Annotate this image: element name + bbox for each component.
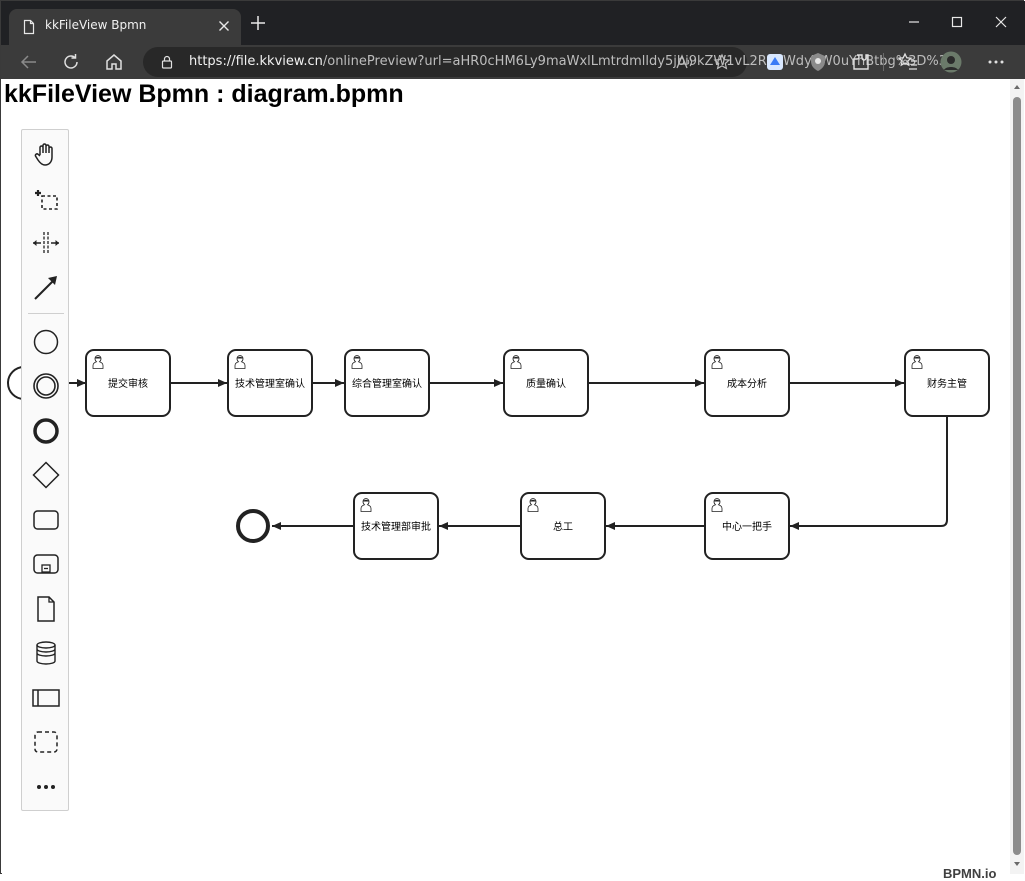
task-t5[interactable]: 成本分析: [704, 349, 790, 417]
task-label: 总工: [553, 520, 573, 533]
end-event-icon[interactable]: [30, 415, 62, 447]
intermediate-event-icon[interactable]: [30, 370, 62, 402]
bpmn-palette: [21, 129, 69, 811]
browser-toolbar: https://file.kkview.cn/onlinePreview?url…: [1, 45, 1025, 79]
pool-icon[interactable]: [30, 682, 62, 714]
task-label: 财务主管: [927, 377, 967, 390]
extensions-puzzle-icon[interactable]: [850, 51, 872, 73]
url-host: https://file.kkview.cn: [189, 54, 323, 69]
hand-tool-icon[interactable]: [30, 138, 62, 170]
extension-blue-icon[interactable]: [764, 51, 786, 73]
close-tab-icon[interactable]: [215, 17, 233, 35]
task-label: 成本分析: [727, 377, 767, 390]
tab-title: kkFileView Bpmn: [45, 18, 147, 32]
refresh-icon[interactable]: [60, 51, 82, 73]
sequence-flows: [40, 379, 948, 530]
gateway-icon[interactable]: [30, 459, 62, 491]
scroll-up-icon[interactable]: [1013, 83, 1021, 91]
task-label: 质量确认: [526, 377, 566, 390]
task-icon[interactable]: [30, 504, 62, 536]
lock-icon[interactable]: [159, 54, 175, 70]
task-label: 提交审核: [108, 377, 148, 390]
palette-separator: [28, 313, 64, 314]
group-icon[interactable]: [30, 726, 62, 758]
favorite-star-icon[interactable]: [713, 53, 731, 71]
page-title: kkFileView Bpmn : diagram.bpmn: [4, 80, 404, 108]
more-menu-icon[interactable]: [985, 51, 1007, 73]
minimize-icon[interactable]: [905, 13, 923, 31]
address-bar[interactable]: https://file.kkview.cn/onlinePreview?url…: [143, 47, 957, 77]
extension-shield-icon[interactable]: [807, 51, 829, 73]
browser-tab[interactable]: kkFileView Bpmn: [9, 9, 241, 45]
data-object-icon[interactable]: [30, 593, 62, 625]
task-label: 中心一把手: [722, 520, 772, 533]
bpmn-canvas[interactable]: 提交审核 技术管理室确认 综合管理室确认 质量确认 成本分析: [2, 79, 1010, 874]
scroll-thumb[interactable]: [1013, 97, 1021, 855]
url-path: /onlinePreview?url=aHR0cHM6Ly9maWxlLmtrd…: [322, 54, 958, 69]
favorites-icon[interactable]: [897, 51, 919, 73]
task-label: 技术管理部审批: [361, 520, 431, 533]
task-label: 综合管理室确认: [352, 377, 422, 390]
maximize-icon[interactable]: [948, 13, 966, 31]
flow-t6-t7[interactable]: [790, 417, 948, 530]
task-t1[interactable]: 提交审核: [85, 349, 171, 417]
home-icon[interactable]: [103, 51, 125, 73]
task-t3[interactable]: 综合管理室确认: [344, 349, 430, 417]
new-tab-icon[interactable]: [249, 14, 267, 32]
connect-tool-icon[interactable]: [30, 271, 62, 303]
scroll-down-icon[interactable]: [1013, 860, 1021, 868]
profile-avatar[interactable]: [940, 51, 962, 73]
start-event-icon[interactable]: [30, 326, 62, 358]
vertical-scrollbar[interactable]: [1010, 79, 1024, 874]
subprocess-icon[interactable]: [30, 548, 62, 580]
space-tool-icon[interactable]: [30, 227, 62, 259]
read-aloud-icon[interactable]: [675, 53, 693, 71]
url-text[interactable]: https://file.kkview.cn/onlinePreview?url…: [189, 54, 957, 69]
task-label: 技术管理室确认: [235, 377, 305, 390]
task-t4[interactable]: 质量确认: [503, 349, 589, 417]
data-store-icon[interactable]: [30, 637, 62, 669]
lasso-tool-icon[interactable]: [30, 182, 62, 214]
page-icon: [23, 19, 35, 35]
toolbar-divider: [883, 53, 884, 71]
task-t8[interactable]: 总工: [520, 492, 606, 560]
end-event[interactable]: [236, 509, 270, 543]
task-t9[interactable]: 技术管理部审批: [353, 492, 439, 560]
task-t6[interactable]: 财务主管: [904, 349, 990, 417]
close-window-icon[interactable]: [992, 13, 1010, 31]
task-t7[interactable]: 中心一把手: [704, 492, 790, 560]
more-tools-icon[interactable]: [30, 771, 62, 803]
tab-bar: kkFileView Bpmn: [1, 1, 1025, 45]
page-content: 提交审核 技术管理室确认 综合管理室确认 质量确认 成本分析: [2, 79, 1024, 881]
task-t2[interactable]: 技术管理室确认: [227, 349, 313, 417]
bpmn-io-watermark[interactable]: BPMN.io: [943, 866, 997, 881]
back-icon[interactable]: [18, 51, 40, 73]
